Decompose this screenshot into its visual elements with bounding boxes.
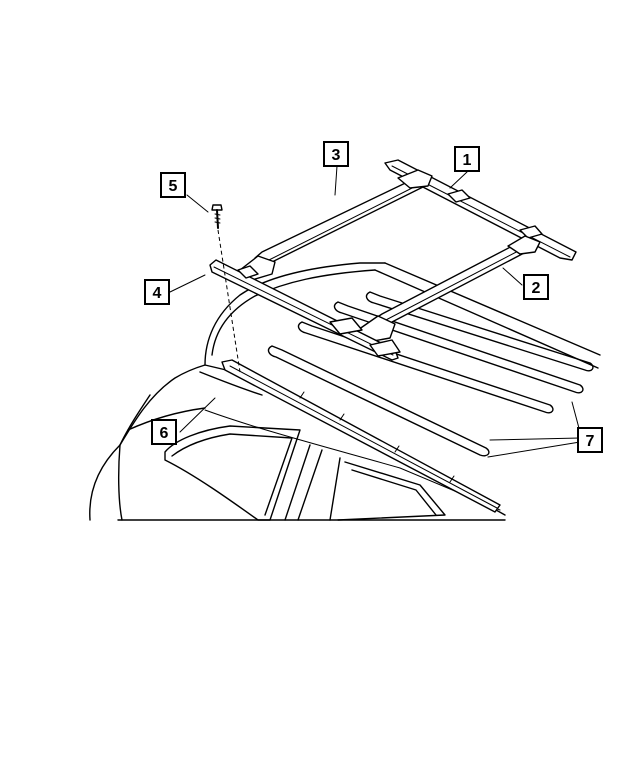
callout-2: 2: [523, 274, 549, 300]
callout-6: 6: [151, 419, 177, 445]
roof-molding-strips: [267, 291, 594, 457]
screw: [211, 204, 241, 373]
callout-label: 5: [169, 178, 178, 195]
rail-bar-left: [209, 259, 401, 361]
vehicle-body: [89, 262, 601, 521]
callout-label: 6: [160, 425, 169, 442]
callout-7: 7: [577, 427, 603, 453]
callout-label: 3: [332, 147, 341, 164]
callout-label: 2: [532, 280, 541, 297]
callout-label: 1: [463, 152, 472, 169]
callout-5: 5: [160, 172, 186, 198]
side-rail-left: [221, 359, 501, 513]
crossbar-rear: [354, 235, 541, 343]
callout-label: 4: [153, 285, 162, 302]
callout-1: 1: [454, 146, 480, 172]
callout-4: 4: [144, 279, 170, 305]
callout-3: 3: [323, 141, 349, 167]
callout-label: 7: [586, 433, 595, 450]
